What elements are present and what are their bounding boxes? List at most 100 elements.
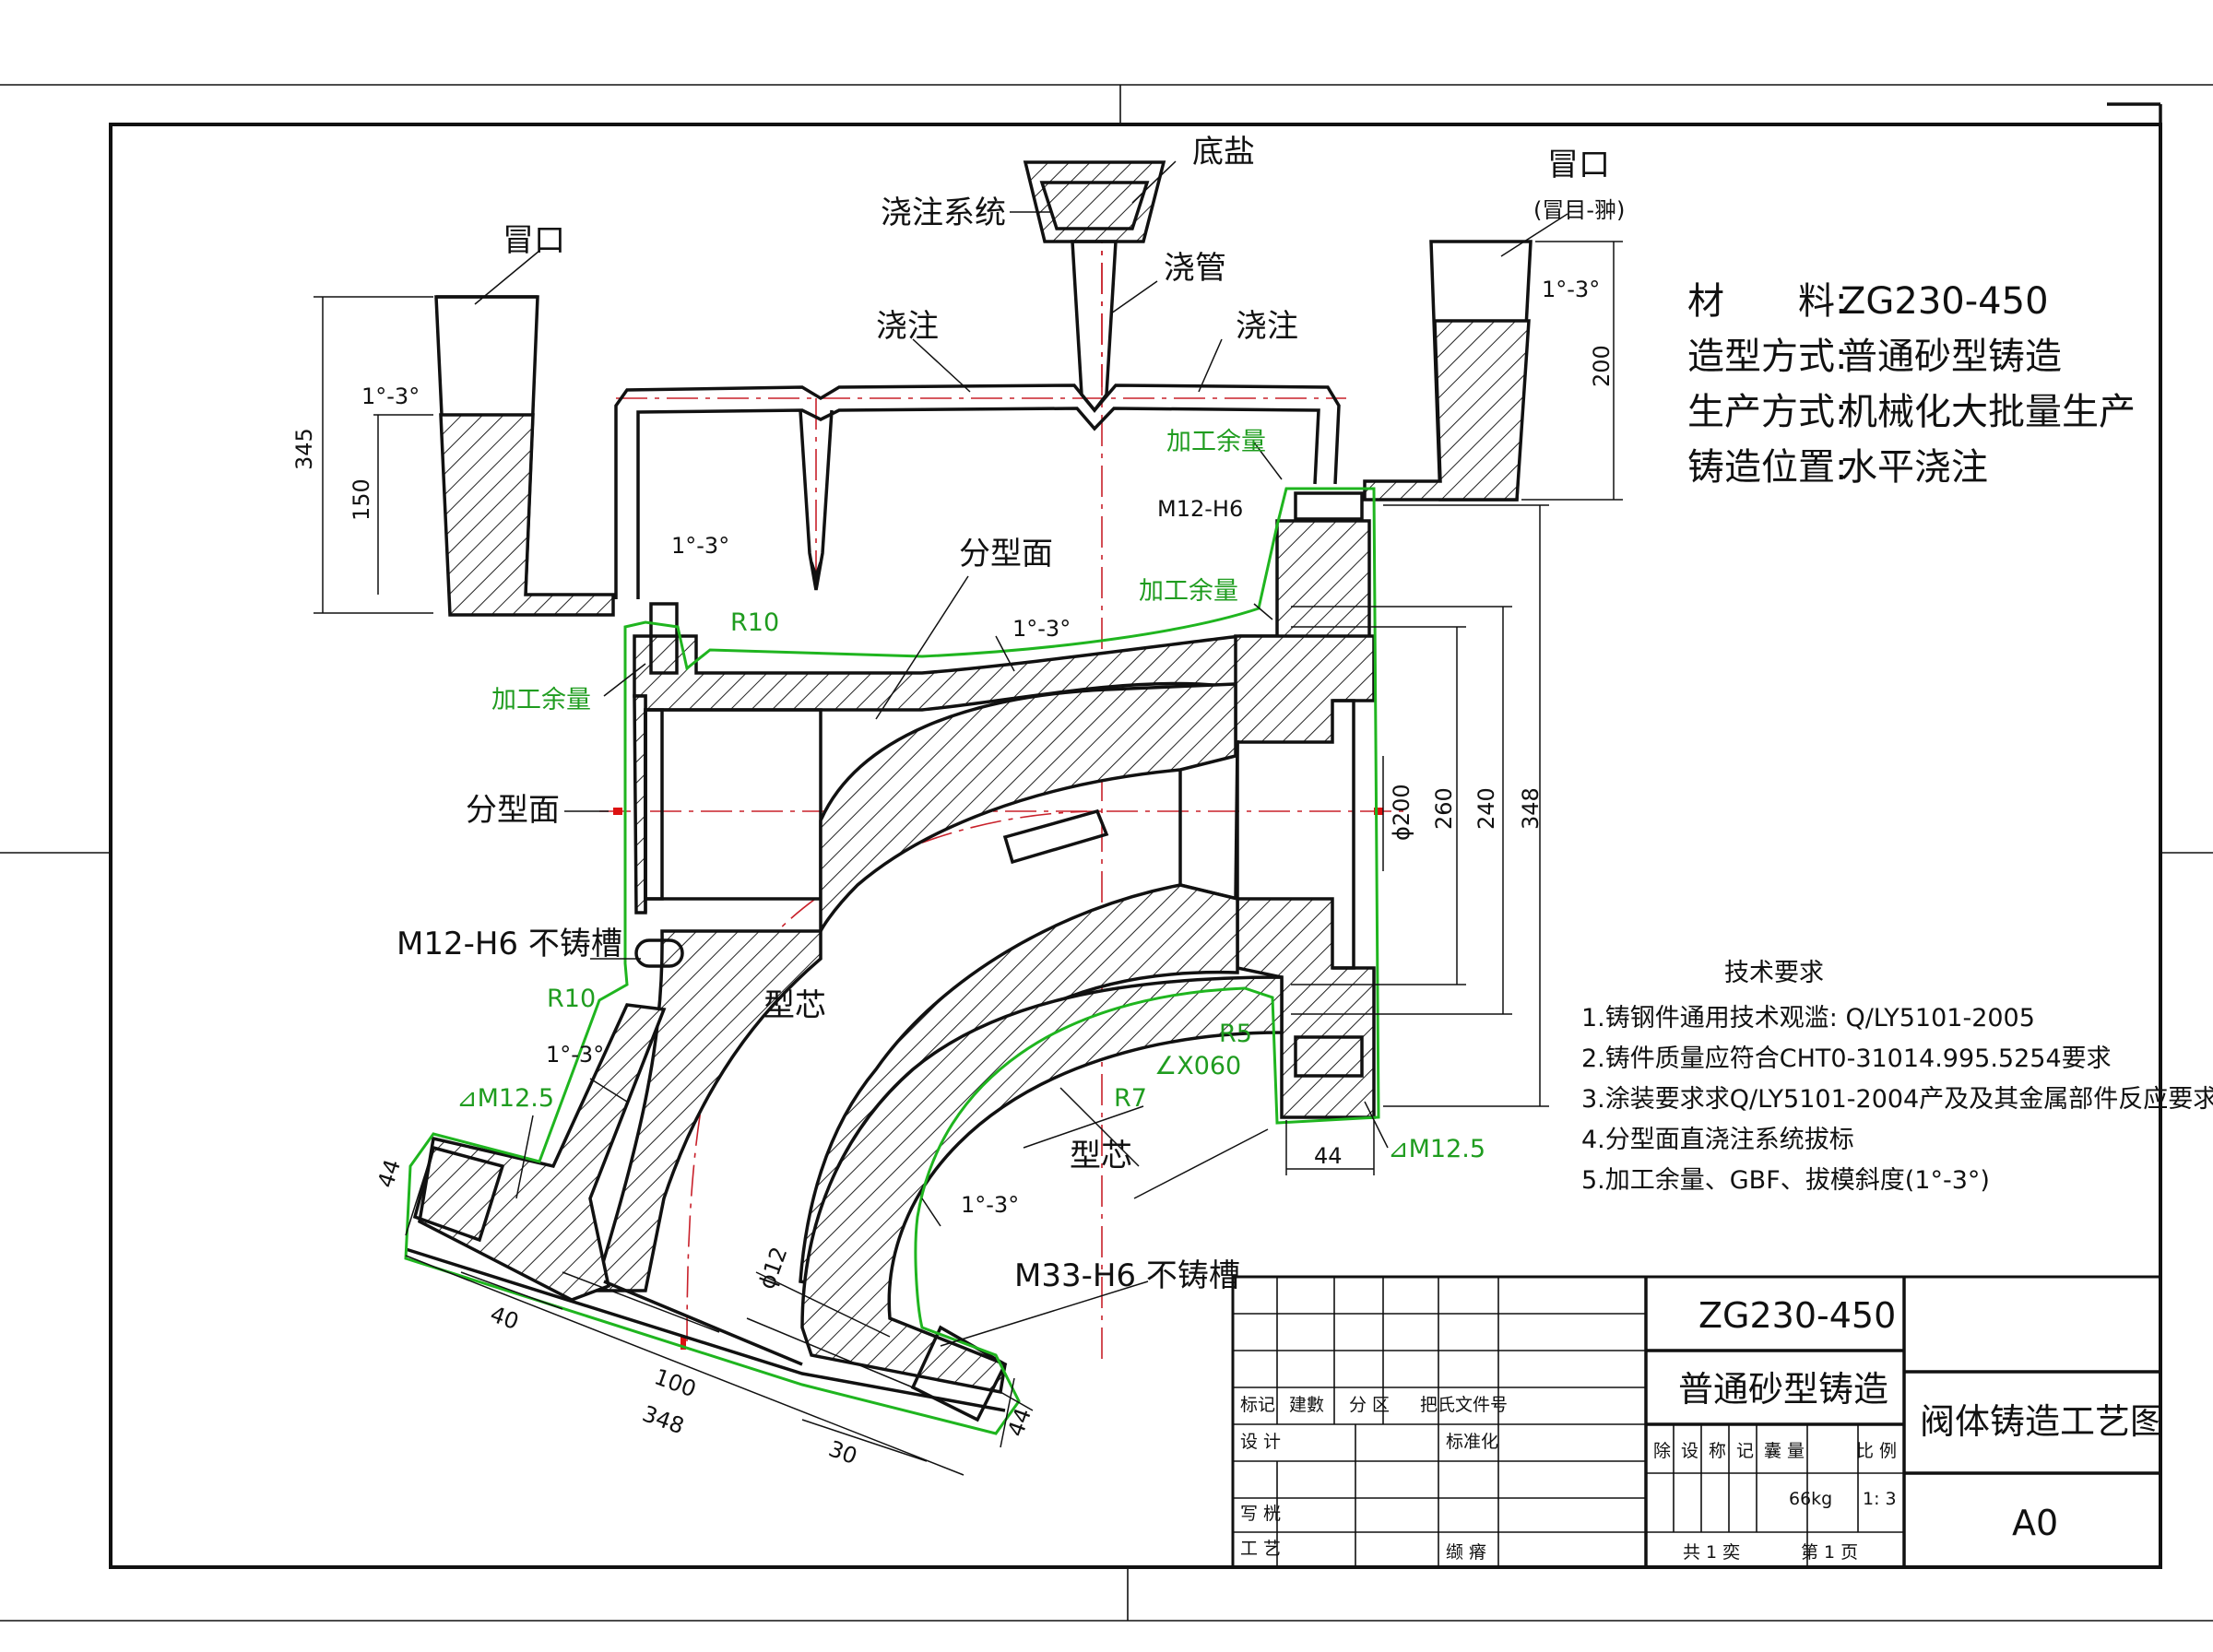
spec-position-key: 铸造位置: <box>1687 446 1847 489</box>
tb-design: 设 计 <box>1240 1432 1281 1452</box>
dim-44-right: 44 <box>1314 1143 1343 1169</box>
label-allowance-2: 加工余量 <box>1139 577 1238 606</box>
tb-material: ZG230-450 <box>1698 1295 1896 1336</box>
tech-item-2: 2.铸件质量应符合CHT0-31014.995.5254要求 <box>1581 1044 2112 1073</box>
left-riser <box>434 295 615 617</box>
spec-material-value: ZG230-450 <box>1840 280 2049 323</box>
dim-draft-3: 1°-3° <box>1012 616 1071 642</box>
tb-write: 写 桄 <box>1240 1504 1281 1524</box>
dim-draft-5: 1°-3° <box>546 1042 604 1068</box>
tb-col-scale: 比 例 <box>1856 1441 1897 1461</box>
runner <box>614 384 1341 599</box>
dim-240: 240 <box>1473 787 1499 830</box>
tb-weight: 66kg <box>1789 1489 1832 1509</box>
dim-draft-6: 1°-3° <box>961 1192 1019 1218</box>
label-allowance-3: 加工余量 <box>491 686 591 714</box>
dim-348b: 348 <box>639 1400 688 1439</box>
label-allowance-1: 加工余量 <box>1166 428 1266 456</box>
label-parting-left: 分型面 <box>466 792 560 829</box>
dimension-lines <box>314 241 1623 1476</box>
label-m33-no-cast: M33-H6 不铸槽 <box>1014 1257 1240 1294</box>
label-x060: ∠X060 <box>1154 1052 1241 1080</box>
dim-348v: 348 <box>1518 787 1544 830</box>
label-riser-left: 冒口 <box>503 222 565 259</box>
tech-requirements: 技术要求 1.铸钢件通用技术观滥: Q/LY5101-2005 2.铸件质量应符… <box>1581 959 2213 1195</box>
tb-zone: 分 区 <box>1349 1395 1390 1415</box>
tb-process-label: 工 艺 <box>1240 1539 1281 1559</box>
spec-block: 材 料: ZG230-450 造型方式: 普通砂型铸造 生产方式: 机械化大批量… <box>1687 280 2136 489</box>
label-riser-right-note: (冒目-翀) <box>1533 197 1625 223</box>
dim-40: 40 <box>487 1301 522 1335</box>
tech-item-3: 3.涂装要求求Q/LY5101-2004产及及其金属部件反应要求 <box>1581 1085 2213 1114</box>
tb-scale: 1: 3 <box>1863 1489 1897 1509</box>
label-r5: R5 <box>1219 1020 1252 1048</box>
tb-col-3: 称 <box>1709 1441 1726 1461</box>
label-r7: R7 <box>1114 1084 1147 1113</box>
tb-doc-no: 把氏文件号 <box>1420 1395 1508 1415</box>
label-sprue: 浇管 <box>1164 250 1226 287</box>
tb-drawing-title: 阀体铸造工艺图 <box>1920 1401 2165 1442</box>
label-m125-right: ⊿M12.5 <box>1388 1135 1485 1163</box>
spec-material-key: 材 料: <box>1687 280 1847 323</box>
spec-production-value: 机械化大批量生产 <box>1840 391 2136 433</box>
label-m12-no-cast: M12-H6 不铸槽 <box>396 926 622 962</box>
right-riser <box>1363 240 1533 502</box>
label-gating-system: 浇注系统 <box>881 195 1006 231</box>
dim-44-left: 44 <box>373 1156 406 1191</box>
spec-position-value: 水平浇注 <box>1840 446 1988 489</box>
tb-count: 建數 <box>1289 1395 1324 1415</box>
label-core-b: 型芯 <box>1070 1138 1132 1174</box>
tech-item-4: 4.分型面直浇注系统拔标 <box>1581 1126 1854 1154</box>
dim-260: 260 <box>1431 787 1457 830</box>
tech-title: 技术要求 <box>1724 959 1824 987</box>
parting-mark-left <box>613 808 622 815</box>
machining-allowance-outline <box>404 487 1380 1435</box>
tb-mark: 标记 <box>1240 1395 1275 1415</box>
valve-body-section <box>405 491 1376 1422</box>
label-m125-left: ⊿M12.5 <box>456 1084 554 1113</box>
tech-item-1: 1.铸钢件通用技术观滥: Q/LY5101-2005 <box>1581 1004 2035 1032</box>
dim-200: 200 <box>1589 345 1615 387</box>
label-core-a: 型芯 <box>763 987 826 1024</box>
label-m12-h6: M12-H6 <box>1157 496 1243 522</box>
tech-item-5: 5.加工余量、GBF、拔模斜度(1°-3°) <box>1581 1166 1990 1195</box>
dim-150: 150 <box>349 478 374 521</box>
pouring-cup <box>1023 160 1166 243</box>
label-runner-left: 浇注 <box>876 308 939 345</box>
tb-approve: 缬 瘠 <box>1446 1542 1486 1563</box>
parting-mark-right <box>1374 808 1383 815</box>
tb-sheets-total: 共 1 奕 <box>1683 1542 1740 1563</box>
tb-process: 普通砂型铸造 <box>1678 1369 1888 1410</box>
centerlines <box>599 161 1406 1364</box>
dim-30: 30 <box>825 1435 860 1469</box>
tb-sheet-size: A0 <box>2012 1503 2058 1543</box>
tb-standardize: 标准化 <box>1446 1432 1498 1452</box>
label-runner-right: 浇注 <box>1236 308 1298 345</box>
title-block: ZG230-450 普通砂型铸造 阀体铸造工艺图 A0 标记 建數 分 区 把氏… <box>1231 1275 2165 1569</box>
label-riser-right: 冒口 <box>1547 147 1610 183</box>
label-r10-a: R10 <box>730 608 779 637</box>
spec-molding-key: 造型方式: <box>1687 336 1847 378</box>
spec-production-key: 生产方式: <box>1687 391 1847 433</box>
sheet-frame <box>0 84 2213 1622</box>
leader-lines <box>474 160 1568 1347</box>
label-r10-b: R10 <box>547 985 596 1013</box>
dim-draft-1: 1°-3° <box>361 384 420 409</box>
dim-100: 100 <box>651 1363 700 1402</box>
dim-draft-4: 1°-3° <box>1542 277 1600 302</box>
label-pouring-cup: 底盐 <box>1192 134 1255 171</box>
tb-col-4: 记 <box>1736 1441 1754 1461</box>
dim-phi200: ϕ200 <box>1389 784 1414 841</box>
dim-phi12: ϕ12 <box>753 1244 792 1292</box>
parting-mark-bottom <box>680 1337 686 1350</box>
label-parting-top: 分型面 <box>959 536 1053 572</box>
dim-draft-2: 1°-3° <box>671 533 729 559</box>
tb-col-2: 设 <box>1681 1441 1698 1461</box>
tb-col-1: 除 <box>1653 1441 1671 1461</box>
tb-sheet-no: 第 1 页 <box>1801 1542 1858 1563</box>
sprue <box>1071 240 1118 413</box>
tb-col-weight: 囊 量 <box>1764 1441 1805 1461</box>
spec-molding-value: 普通砂型铸造 <box>1840 336 2062 378</box>
dim-345: 345 <box>291 428 317 470</box>
